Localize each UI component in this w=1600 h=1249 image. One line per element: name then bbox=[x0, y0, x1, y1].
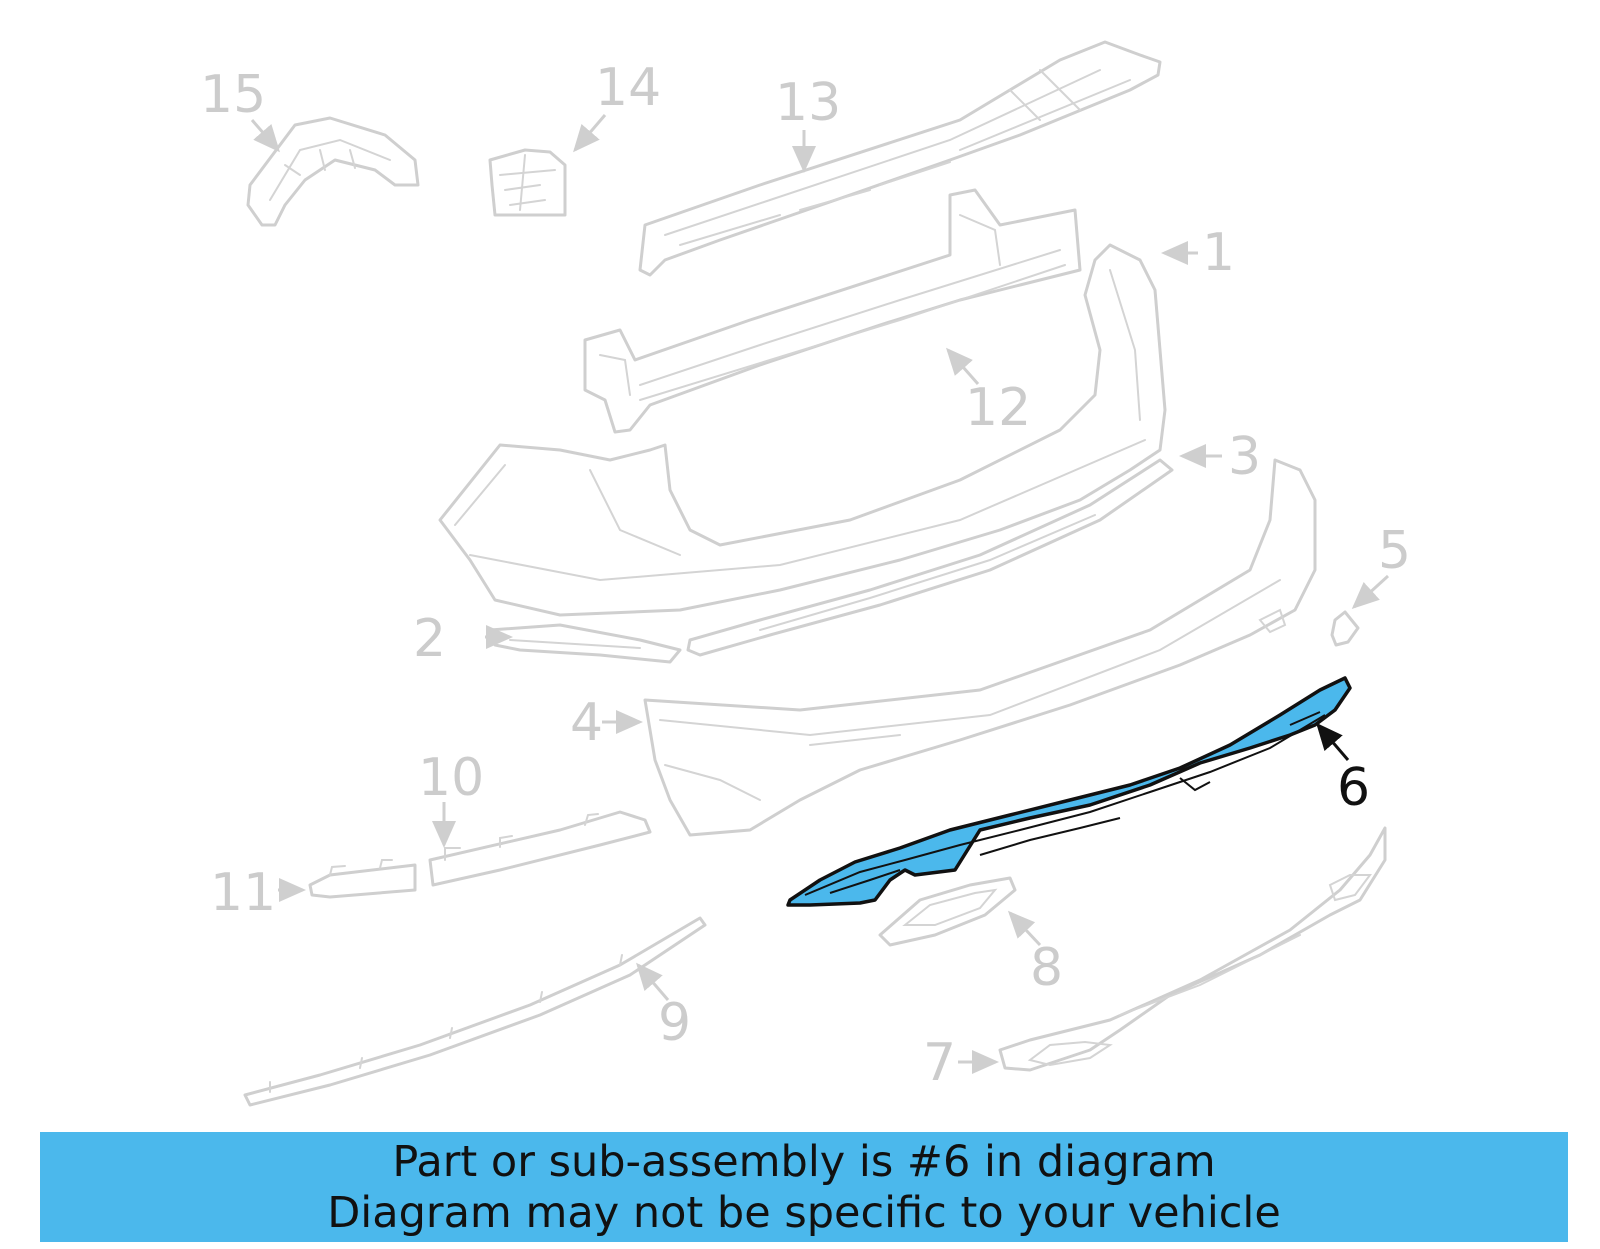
callout-5: 5 bbox=[1378, 521, 1411, 581]
leader-lines bbox=[250, 114, 1390, 1074]
callout-labels: 1 2 3 4 5 6 7 8 9 10 11 12 13 14 15 bbox=[200, 58, 1411, 1093]
part-14-bracket bbox=[488, 148, 567, 217]
callout-15: 15 bbox=[200, 65, 266, 125]
part-15-bracket bbox=[246, 116, 420, 227]
callout-10: 10 bbox=[418, 748, 484, 808]
part-2-lower-trim bbox=[488, 623, 682, 664]
part-13-absorber bbox=[638, 40, 1162, 277]
part-8-exhaust-trim bbox=[878, 876, 1017, 947]
callout-9: 9 bbox=[658, 993, 691, 1053]
part-10-reflector bbox=[428, 810, 652, 887]
callout-12: 12 bbox=[965, 378, 1031, 438]
callout-8: 8 bbox=[1030, 938, 1063, 998]
banner-line-part-info: Part or sub-assembly is #6 in diagram bbox=[392, 1137, 1216, 1187]
part-6-valance-highlighted bbox=[786, 676, 1352, 907]
callout-11: 11 bbox=[210, 863, 276, 923]
part-3-support-rail bbox=[686, 458, 1174, 657]
callout-7: 7 bbox=[923, 1033, 956, 1093]
part-12-reinforcement bbox=[583, 188, 1082, 434]
callout-3: 3 bbox=[1228, 427, 1261, 487]
part-1-bumper-cover bbox=[438, 243, 1167, 617]
callout-13: 13 bbox=[775, 73, 841, 133]
callout-2: 2 bbox=[413, 609, 446, 669]
callout-4: 4 bbox=[570, 693, 603, 753]
part-4-lower-fascia bbox=[643, 458, 1317, 837]
callout-6: 6 bbox=[1337, 758, 1370, 818]
callout-1: 1 bbox=[1202, 223, 1235, 283]
part-5-clip bbox=[1330, 610, 1360, 647]
part-9-molding bbox=[243, 916, 707, 1107]
part-7-diffuser bbox=[998, 826, 1387, 1072]
banner-line-disclaimer: Diagram may not be specific to your vehi… bbox=[327, 1188, 1281, 1238]
part-11-reflector bbox=[308, 859, 417, 899]
callout-14: 14 bbox=[595, 58, 661, 118]
info-banner: Part or sub-assembly is #6 in diagram Di… bbox=[40, 1132, 1568, 1242]
